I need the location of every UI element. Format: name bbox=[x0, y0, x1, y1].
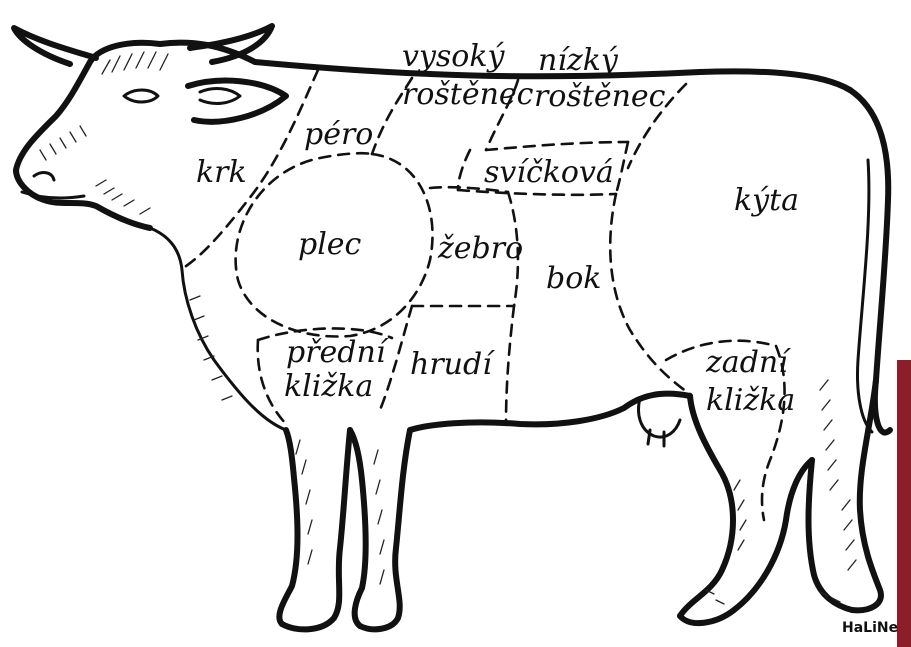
cow-outline bbox=[14, 26, 890, 629]
label-predni-klizka-line2: kližka bbox=[284, 369, 373, 404]
edge-accent bbox=[897, 360, 911, 647]
cut-lines bbox=[180, 70, 785, 520]
edge-accent-white bbox=[897, 0, 911, 360]
label-vysoky-rostenec-line1: vysoký bbox=[402, 39, 506, 74]
label-plec: plec bbox=[298, 227, 362, 262]
label-zadni-klizka-line1: zadní bbox=[705, 345, 791, 380]
label-svickova: svíčková bbox=[484, 155, 614, 190]
signature: HaLiNe bbox=[842, 620, 898, 636]
label-hrudi: hrudí bbox=[410, 347, 495, 382]
label-pero: péro bbox=[304, 117, 373, 152]
label-kyta: kýta bbox=[734, 183, 799, 218]
label-nizky-rostenec-line2: roštěnec bbox=[534, 79, 666, 114]
label-nizky-rostenec-line1: nízký bbox=[538, 43, 619, 78]
label-zadni-klizka-line2: kližka bbox=[706, 383, 795, 418]
label-bok: bok bbox=[546, 261, 601, 296]
label-krk: krk bbox=[196, 155, 247, 190]
label-vysoky-rostenec-line2: roštěnec bbox=[402, 77, 534, 112]
label-zebro: žebro bbox=[437, 231, 523, 266]
label-predni-klizka-line1: přední bbox=[286, 335, 389, 370]
